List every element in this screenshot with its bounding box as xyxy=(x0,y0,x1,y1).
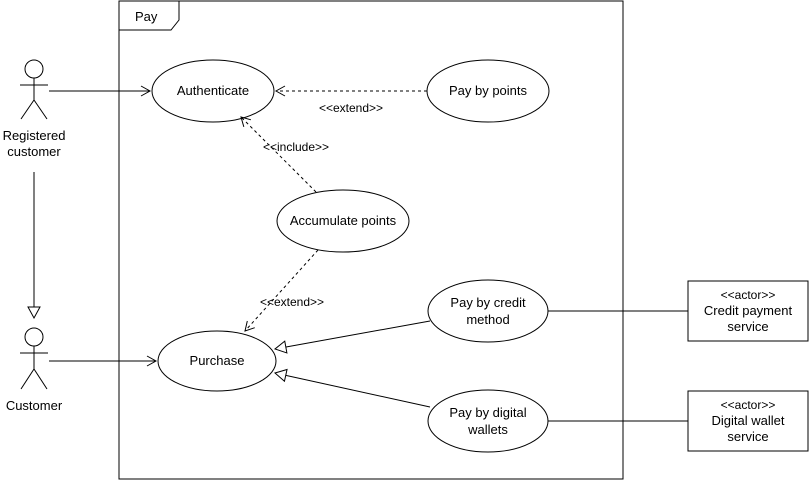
actor-digital-wallet-service: <<actor>> Digital wallet service xyxy=(687,390,809,452)
usecase-pay-by-credit-label-1: Pay by credit xyxy=(450,295,526,310)
extend-label-purchase: <<extend>> xyxy=(260,295,324,309)
usecase-pay-by-points-label: Pay by points xyxy=(449,83,528,98)
usecase-pay-by-credit: Pay by credit method xyxy=(427,279,549,343)
usecase-pay-by-credit-label-2: method xyxy=(466,312,509,327)
usecase-purchase-label: Purchase xyxy=(190,353,245,368)
extend-label-points: <<extend>> xyxy=(319,101,383,115)
include-label-accumulate: <<include>> xyxy=(263,140,329,154)
usecase-accumulate-points: Accumulate points xyxy=(276,189,410,253)
actor-registered-customer-label-1: Registered xyxy=(3,128,66,143)
generalization-credit-purchase xyxy=(273,320,431,354)
usecase-authenticate: Authenticate xyxy=(151,59,275,123)
credit-service-stereotype: <<actor>> xyxy=(721,288,776,302)
usecase-authenticate-label: Authenticate xyxy=(177,83,249,98)
system-title: Pay xyxy=(135,9,158,24)
usecase-pay-by-points: Pay by points xyxy=(426,59,550,123)
usecase-pay-by-wallets-label-2: wallets xyxy=(467,422,508,437)
actor-registered-customer-label-2: customer xyxy=(7,144,61,159)
wallet-service-stereotype: <<actor>> xyxy=(721,398,776,412)
credit-service-label-1: Credit payment xyxy=(704,303,793,318)
actor-credit-payment-service: <<actor>> Credit payment service xyxy=(687,280,809,342)
actor-customer: Customer xyxy=(6,327,63,413)
usecase-pay-by-wallets-label-1: Pay by digital xyxy=(449,405,526,420)
wallet-service-label-2: service xyxy=(727,429,768,444)
actor-registered-customer: Registered customer xyxy=(3,59,66,159)
usecase-accumulate-points-label: Accumulate points xyxy=(290,213,397,228)
extend-edge-purchase xyxy=(244,249,319,332)
credit-service-label-2: service xyxy=(727,319,768,334)
actor-customer-label: Customer xyxy=(6,398,63,413)
usecase-pay-by-wallets: Pay by digital wallets xyxy=(427,389,549,453)
generalization-wallets-purchase xyxy=(273,368,431,408)
wallet-service-label-1: Digital wallet xyxy=(712,413,785,428)
usecase-purchase: Purchase xyxy=(157,330,277,392)
